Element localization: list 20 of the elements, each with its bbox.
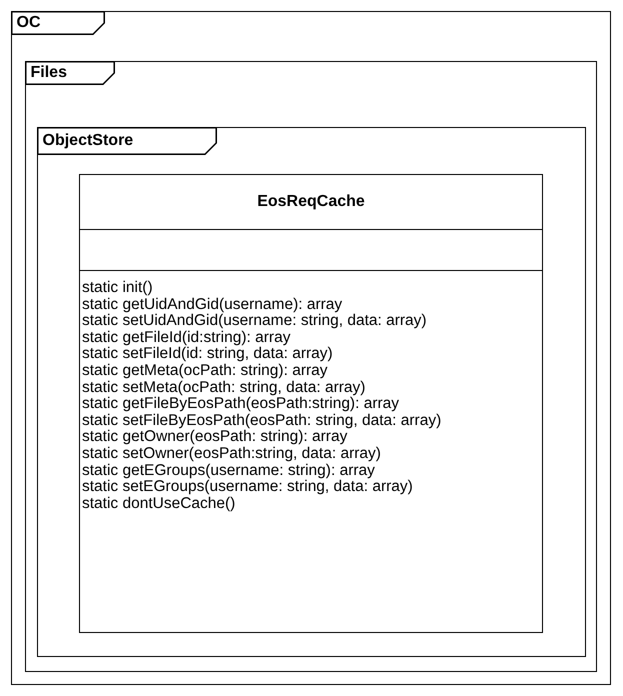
package-name: ObjectStore: [42, 132, 134, 150]
operation-text: static dontUseCache(): [82, 496, 236, 512]
operation-text: static setFileId(id: string, data: array): [82, 346, 333, 363]
package-name: Files: [30, 64, 67, 82]
operation-text: static setMeta(ocPath: string, data: array): [82, 380, 366, 396]
operation-text: static getEGroups(username: string): array: [82, 462, 375, 480]
operation-text: static setFileByEosPath(eosPath: string, data: array): [82, 412, 442, 430]
operation-text: static init(): [82, 280, 153, 297]
operation-text: static getUidAndGid(username): array: [82, 296, 342, 314]
operation-text: static getFileId(id:string): array: [82, 330, 290, 346]
operation-text: static setUidAndGid(username: string, data: array): [82, 313, 427, 330]
operation-text: static setOwner(eosPath:string, data: array): [82, 446, 381, 463]
class-name: EosReqCache: [257, 193, 365, 211]
operation-text: static getMeta(ocPath: string): array: [82, 362, 328, 380]
operation-text: static setEGroups(username: string, data: array): [82, 479, 413, 496]
class-box: [79, 174, 543, 633]
package-name: OC: [16, 14, 40, 32]
operation-text: static getOwner(eosPath: string): array: [82, 429, 348, 446]
package-frame: [37, 127, 586, 657]
operation-text: static getFileByEosPath(eosPath:string): array: [82, 396, 400, 413]
